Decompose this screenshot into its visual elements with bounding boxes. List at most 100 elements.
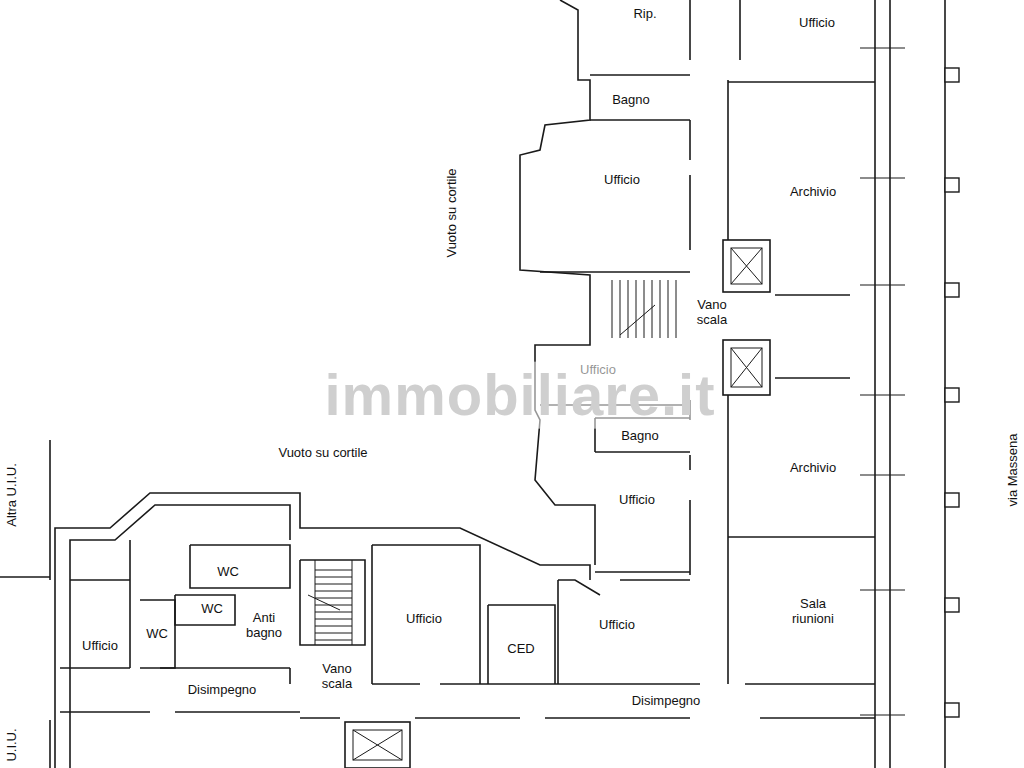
elevator-shaft xyxy=(723,240,770,292)
window-mark xyxy=(860,474,905,475)
wall xyxy=(689,455,691,470)
wall xyxy=(70,579,130,581)
wall xyxy=(0,576,50,578)
balcony-mark xyxy=(945,283,959,297)
wall xyxy=(728,536,875,538)
wall xyxy=(689,0,691,60)
wall xyxy=(595,571,690,573)
window-mark xyxy=(860,177,905,178)
stair-tread xyxy=(612,280,613,338)
wall xyxy=(775,377,850,379)
wall xyxy=(558,580,600,595)
wall xyxy=(129,540,131,668)
stair-tread xyxy=(620,280,621,338)
wall xyxy=(557,580,559,684)
elevator-car xyxy=(731,348,762,387)
wall xyxy=(595,451,690,453)
elevator-cross xyxy=(731,348,762,387)
wall xyxy=(300,717,340,719)
wall xyxy=(760,717,875,719)
room-label: Anti bagno xyxy=(240,611,288,641)
room-label: CED xyxy=(505,642,536,657)
wall xyxy=(727,395,729,684)
wall xyxy=(371,545,373,684)
window-mark xyxy=(860,714,905,715)
stair-tread xyxy=(660,280,661,338)
wall xyxy=(372,545,480,684)
elevator-shaft xyxy=(723,340,770,395)
room-label: U.I.U. xyxy=(5,726,20,763)
stair-tread xyxy=(352,560,353,645)
room-label: Ufficio xyxy=(617,493,657,508)
wall xyxy=(60,711,150,713)
wall xyxy=(70,505,290,768)
room-label: Vano scala xyxy=(688,298,736,328)
stair-tread xyxy=(676,280,677,338)
balcony-mark xyxy=(945,493,959,507)
room-label: Ufficio xyxy=(597,618,637,633)
wall xyxy=(728,81,875,83)
wall xyxy=(60,667,130,669)
wall xyxy=(745,683,875,685)
wall xyxy=(190,545,290,588)
window-mark xyxy=(860,47,905,48)
wall xyxy=(689,175,691,250)
stair-tread xyxy=(620,305,655,335)
wall xyxy=(944,0,946,768)
balcony-mark xyxy=(945,598,959,612)
wall xyxy=(487,605,489,684)
wall xyxy=(775,294,850,296)
stair-tread xyxy=(315,570,352,571)
elevator-car xyxy=(353,730,402,760)
window-mark xyxy=(860,589,905,590)
room-label: Ufficio xyxy=(80,639,120,654)
wall xyxy=(590,119,690,121)
stair-tread xyxy=(315,612,352,613)
wall xyxy=(739,0,741,60)
room-label: WC xyxy=(199,602,225,617)
window-mark xyxy=(860,284,905,285)
wall xyxy=(545,717,690,719)
wall xyxy=(175,595,235,625)
wall xyxy=(289,668,291,684)
wall xyxy=(889,0,891,768)
stair-tread xyxy=(315,619,352,620)
wall xyxy=(620,579,690,581)
room-label: Bagno xyxy=(619,429,661,444)
wall xyxy=(415,717,520,719)
wall xyxy=(49,440,51,580)
room-label: Archivio xyxy=(788,461,838,476)
stair-tread xyxy=(315,633,352,634)
elevator-car xyxy=(731,248,762,284)
wall xyxy=(160,667,290,669)
wall xyxy=(520,0,595,565)
stair-tread xyxy=(315,560,316,645)
balcony-mark xyxy=(945,68,959,82)
wall xyxy=(175,711,300,713)
room-label: Ufficio xyxy=(602,173,642,188)
watermark: immobiliare.it xyxy=(322,362,717,429)
wall xyxy=(55,493,590,768)
balcony-mark xyxy=(945,388,959,402)
stair-tread xyxy=(315,591,352,592)
room-label: Sala riunioni xyxy=(776,597,850,627)
wall xyxy=(49,720,51,768)
stair-tread xyxy=(668,280,669,338)
room-label: Ufficio xyxy=(404,612,444,627)
wall xyxy=(440,683,700,685)
stair-tread xyxy=(644,280,645,338)
wall xyxy=(300,560,365,645)
wall xyxy=(689,120,691,160)
wall xyxy=(372,683,420,685)
wall xyxy=(488,605,555,684)
stair-tread xyxy=(636,280,637,338)
room-label: Vuoto su cortile xyxy=(445,166,460,259)
room-label: Ufficio xyxy=(797,16,837,31)
elevator-cross xyxy=(731,248,762,284)
room-label: WC xyxy=(144,627,170,642)
room-label: Disimpegno xyxy=(186,683,259,698)
balcony-mark xyxy=(945,703,959,717)
stair-tread xyxy=(315,605,352,606)
stair-tread xyxy=(308,595,340,610)
stair-tread xyxy=(315,577,352,578)
